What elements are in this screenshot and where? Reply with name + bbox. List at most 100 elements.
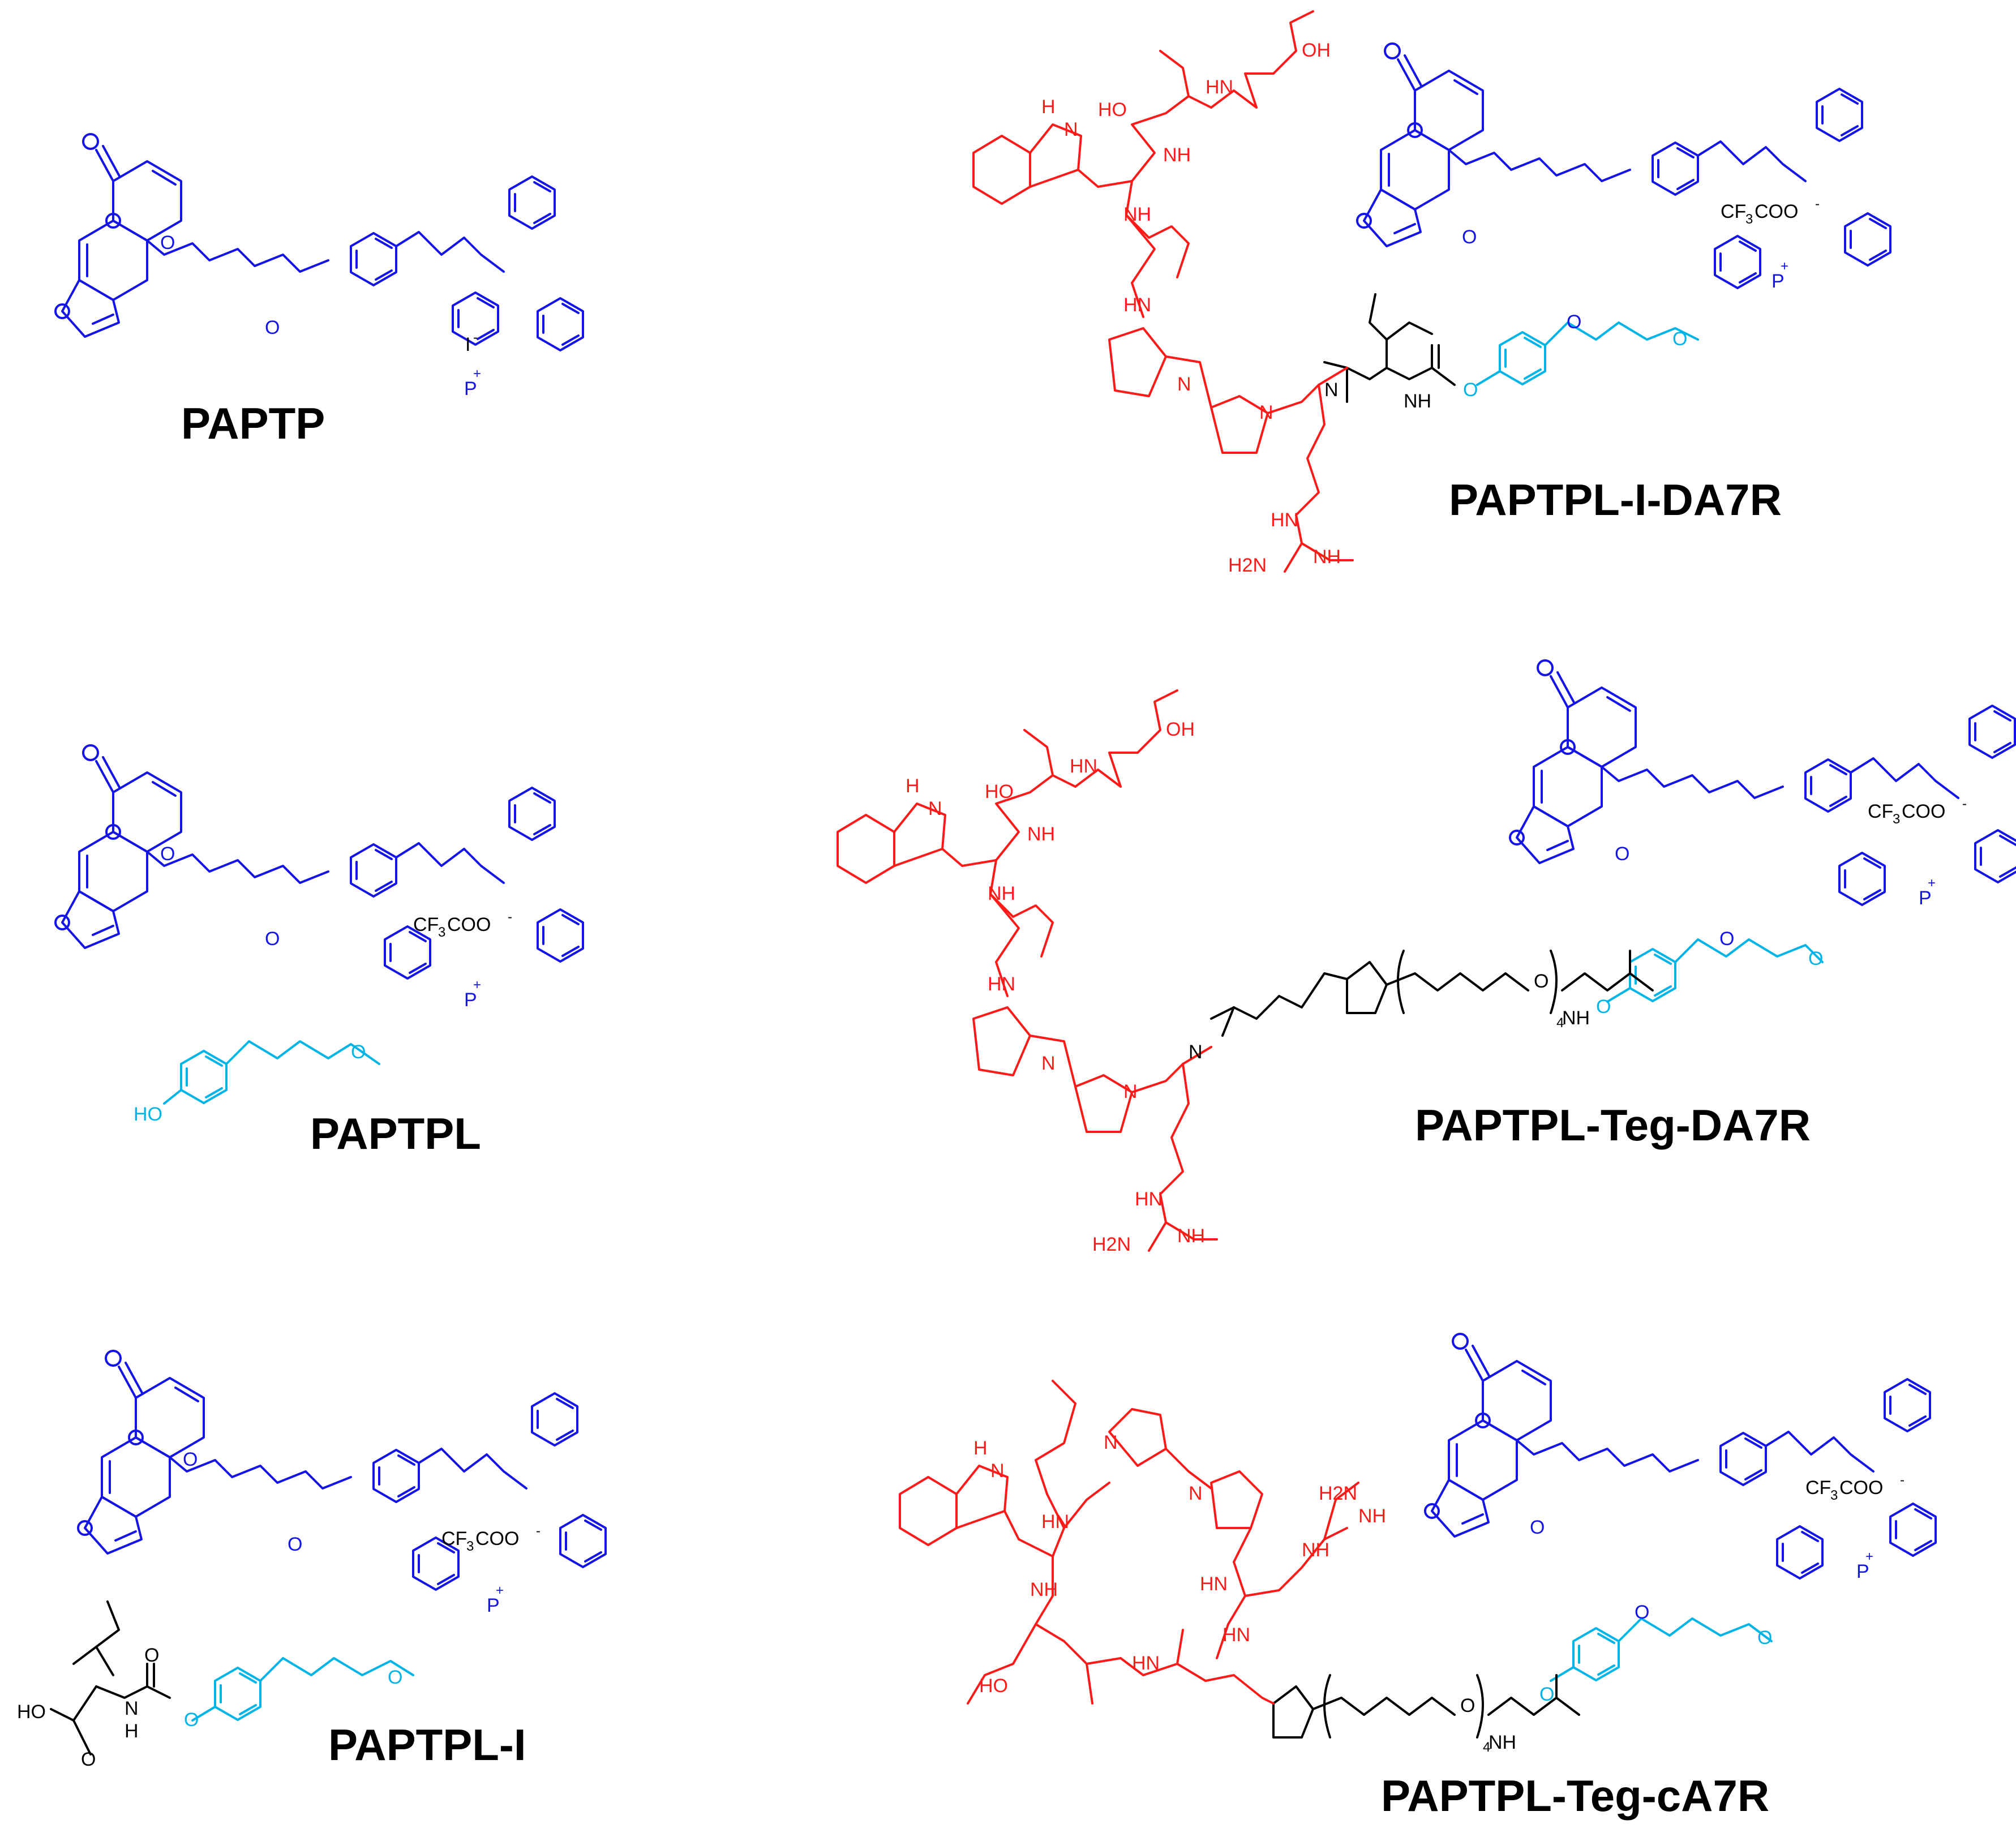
psoralen-core-paptp: [54, 133, 584, 351]
counterion-post: COO: [1902, 801, 1945, 822]
phosphorus-label: P: [1771, 271, 1785, 292]
amide-hn-label: HN: [988, 973, 1015, 995]
ester-oxygen-label: O: [184, 1709, 199, 1731]
compound-title: PAPTPL-I-DA7R: [1449, 475, 1782, 525]
ether-oxygen-label: O: [351, 1041, 366, 1063]
ether-oxygen-label: O: [388, 1667, 402, 1688]
phosphonium-charge: +: [473, 366, 481, 381]
amide-nh-label: NH: [1123, 204, 1151, 225]
ether-oxygen-label: O: [1462, 226, 1477, 248]
phenylpropyl-linker: [1550, 1617, 1773, 1682]
counterion-pre: CF: [1868, 801, 1893, 822]
guanidine-nh-label: NH: [1358, 1505, 1386, 1527]
proline-n-label: N: [1041, 1053, 1056, 1074]
counterion-tfa: CF 3 COO -: [441, 1523, 541, 1554]
phosphonium-charge: +: [1781, 259, 1788, 274]
amide-nh-label: NH: [1163, 144, 1191, 166]
indole-n-label: N: [990, 1460, 1005, 1482]
counterion-label: I: [465, 334, 470, 355]
indole-nh-label: H: [1041, 96, 1056, 118]
counterion-pre: CF: [441, 1528, 467, 1550]
ether-oxygen-label: O: [265, 317, 280, 338]
teg-triazole-spacer: [1210, 950, 1654, 1037]
carbonyl-oxygen-label: O: [81, 1749, 96, 1770]
counterion-sub: 3: [438, 925, 445, 940]
compound-paptpl-teg-ca7r: H N HO NH HN N N HN HN HN H2N NH NH O 4 …: [899, 1333, 1937, 1821]
counterion-pre: CF: [1805, 1477, 1831, 1499]
phosphorus-label: P: [487, 1595, 500, 1616]
guanidine-h2n-label: H2N: [1092, 1234, 1131, 1255]
phosphonium-charge: +: [473, 977, 481, 993]
psoralen-core-paptpl-teg-da7r: [1509, 659, 2016, 906]
counterion-charge: -: [473, 330, 478, 345]
carbamate-nh-label: NH: [1489, 1732, 1516, 1753]
counterion-charge: -: [1815, 196, 1820, 212]
amide-n-label: N: [1324, 379, 1339, 401]
amide-hn-label: HN: [1070, 756, 1097, 777]
hydroxyphenylpropyl-linker: [163, 1040, 380, 1105]
ether-oxygen-label: O: [160, 232, 175, 254]
cyclic-peptide-ca7r: [899, 1380, 1359, 1705]
proline-n-label: N: [1259, 402, 1273, 423]
phenylpropyl-linker: [191, 1657, 414, 1722]
ether-oxygen-label: O: [265, 928, 280, 950]
proline-n-label: N: [1123, 1081, 1138, 1102]
compound-paptpl-i: HO O O N H O O O O P + CF 3 COO - PAPTPL…: [17, 1350, 607, 1770]
counterion-tfa: CF 3 COO -: [1868, 796, 1967, 827]
ester-oxygen-label: O: [1539, 1684, 1554, 1705]
phosphorus-label: P: [1919, 887, 1932, 909]
guanidine-h2n-label: H2N: [1228, 555, 1267, 576]
teg-repeat-count: 4: [1483, 1740, 1490, 1755]
amide-n-label: N: [125, 1698, 139, 1719]
amide-hn-label: HN: [1123, 294, 1151, 316]
acid-hydroxyl-label: HO: [17, 1701, 46, 1723]
phosphonium-charge: +: [1928, 875, 1936, 891]
counterion-sub: 3: [1830, 1488, 1838, 1503]
amide-hn-label: HN: [1200, 1573, 1228, 1595]
carbamate-nh-label: NH: [1404, 390, 1431, 412]
hydroxyl-label: HO: [1098, 99, 1127, 121]
hydroxyl-label: HO: [134, 1104, 162, 1125]
ether-oxygen-label: O: [1635, 1602, 1649, 1623]
amide-hn-label: HN: [1206, 76, 1233, 98]
ether-oxygen-label: O: [1567, 311, 1581, 333]
amide-nh-label: NH: [1030, 1579, 1058, 1600]
ether-oxygen-label: O: [1757, 1627, 1772, 1649]
counterion-charge: -: [1962, 796, 1967, 812]
proline-n-label: N: [1177, 374, 1191, 395]
teg-oxygen-label: O: [1460, 1695, 1475, 1716]
guanidine-nh-label: NH: [1313, 546, 1341, 568]
phosphonium-charge: +: [496, 1583, 504, 1598]
carbamate-nh-label: NH: [1562, 1007, 1590, 1029]
guanidine-nh-label: NH: [1302, 1539, 1329, 1561]
carbonyl-oxygen-label: O: [144, 1645, 159, 1666]
hydroxyl-label: HO: [985, 781, 1014, 802]
phenylpropyl-linker: [1606, 938, 1824, 1003]
psoralen-core-paptpl-i-da7r: [1356, 42, 1891, 289]
counterion-post: COO: [1839, 1477, 1883, 1499]
ether-oxygen-label: O: [160, 843, 175, 865]
ether-oxygen-label: O: [1672, 328, 1687, 350]
counterion-pre: CF: [413, 914, 439, 935]
phosphorus-label: P: [464, 378, 477, 400]
phosphorus-label: P: [464, 989, 477, 1011]
acid-oh-label: OH: [1166, 719, 1195, 740]
proline-n-label: N: [1104, 1432, 1118, 1453]
guanidine-nh-label: NH: [1177, 1225, 1205, 1247]
psoralen-core-paptpl-i: [77, 1350, 607, 1591]
counterion-charge: -: [536, 1523, 541, 1539]
amide-hn-label: HN: [1223, 1624, 1250, 1646]
counterion-post: COO: [1755, 201, 1798, 222]
amide-hn-label: HN: [1041, 1511, 1069, 1533]
ether-oxygen-label: O: [1530, 1517, 1545, 1538]
counterion-post: COO: [447, 914, 491, 935]
amide-nh-label: NH: [1027, 823, 1055, 845]
ester-oxygen-label: O: [1596, 996, 1611, 1018]
phenylpropyl-linker: [1476, 321, 1699, 386]
counterion-tfa: CF 3 COO -: [1805, 1473, 1905, 1503]
counterion-sub: 3: [1745, 212, 1753, 227]
counterion-tfa: CF 3 COO -: [413, 909, 512, 940]
counterion-tfa: CF 3 COO -: [1721, 196, 1820, 227]
phosphorus-label: P: [1856, 1561, 1869, 1582]
teg-repeat-count: 4: [1556, 1015, 1564, 1031]
